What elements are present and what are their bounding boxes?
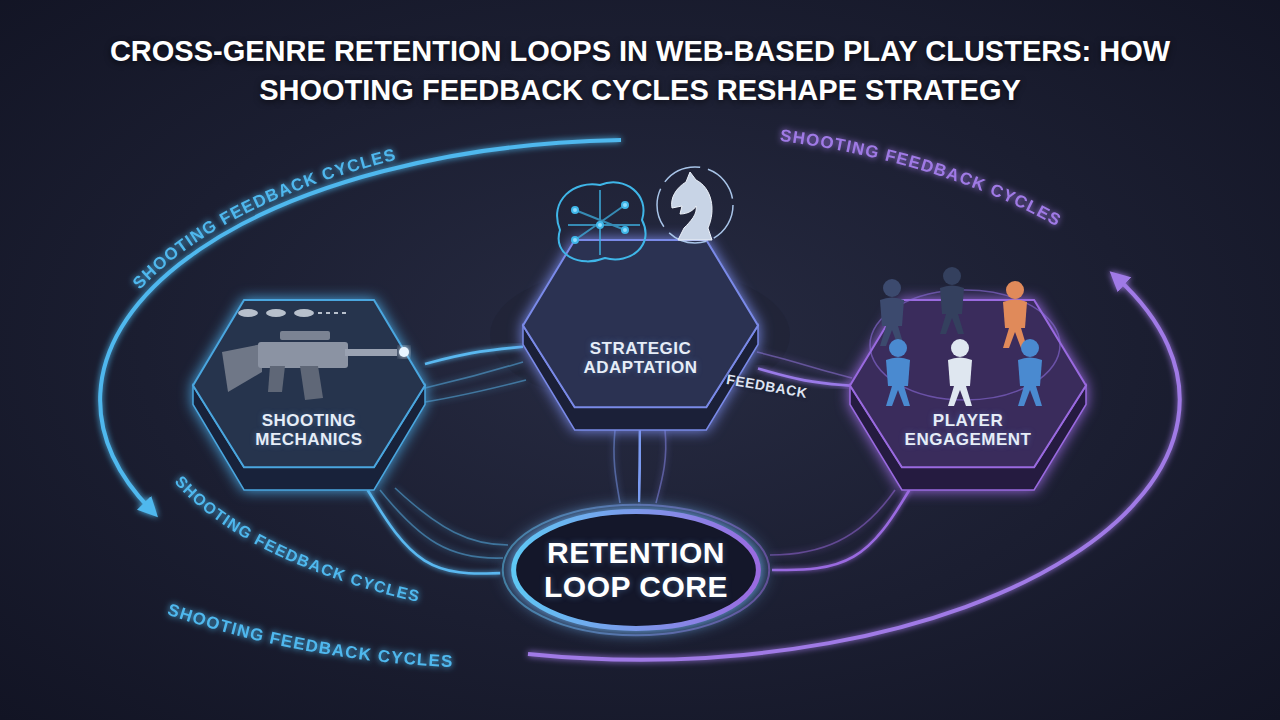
node-label: RETENTION LOOP CORE — [529, 536, 744, 605]
brain-dot — [622, 202, 628, 208]
hexagon-outline — [193, 300, 425, 490]
brain-dot — [572, 207, 578, 213]
core-halo — [503, 505, 770, 636]
wire — [614, 430, 620, 503]
node-content: RETENTION LOOP CORE — [500, 502, 772, 638]
hexagon-outline — [523, 240, 758, 430]
brain-dot — [622, 227, 628, 233]
node-label: STRATEGIC ADAPTATION — [566, 339, 716, 378]
hexagon-face — [850, 300, 1086, 467]
wire — [656, 430, 666, 503]
cycle-label: SHOOTING FEEDBACK CYCLES — [165, 600, 454, 671]
arc-label-text: SHOOTING FEEDBACK CYCLES — [779, 126, 1065, 230]
core-ring — [514, 512, 759, 629]
knight-ring — [657, 167, 733, 243]
cycle-label: SHOOTING FEEDBACK CYCLES — [172, 472, 422, 605]
process-hexagon: SHOOTING MECHANICS — [193, 300, 425, 490]
brain-dot — [597, 222, 603, 228]
process-hexagon: STRATEGIC ADAPTATION — [523, 240, 758, 430]
node-label: PLAYER ENGAGEMENT — [898, 411, 1038, 450]
hexagon-face — [193, 300, 425, 467]
cycle-label: SHOOTING FEEDBACK CYCLES — [129, 145, 398, 293]
connector — [368, 490, 501, 574]
core-ellipse: RETENTION LOOP CORE — [500, 502, 772, 638]
hexagon-outline — [850, 300, 1086, 490]
process-hexagon: PLAYER ENGAGEMENT — [850, 300, 1086, 490]
node-content: STRATEGIC ADAPTATION — [523, 240, 758, 430]
arc-label-text: SHOOTING FEEDBACK CYCLES — [165, 600, 454, 671]
arc-label-text: SHOOTING FEEDBACK CYCLES — [172, 472, 422, 605]
wire — [395, 488, 508, 545]
edge-label: FEEDBACK — [726, 371, 809, 401]
diagram-title: CROSS-GENRE RETENTION LOOPS IN WEB-BASED… — [45, 32, 1235, 110]
wire — [770, 490, 895, 555]
connector — [639, 430, 641, 502]
connector — [425, 347, 523, 364]
knight-piece — [672, 172, 712, 240]
connector — [772, 490, 909, 570]
node-content: SHOOTING MECHANICS — [193, 300, 425, 490]
arc-label-text: SHOOTING FEEDBACK CYCLES — [129, 145, 398, 293]
wire — [425, 380, 526, 402]
knight-icon — [657, 167, 733, 243]
wire — [757, 352, 852, 378]
hexagon-face — [523, 240, 758, 407]
node-label: SHOOTING MECHANICS — [239, 411, 379, 450]
wire — [380, 490, 503, 558]
node-content: PLAYER ENGAGEMENT — [850, 300, 1086, 490]
cycle-label: SHOOTING FEEDBACK CYCLES — [779, 126, 1065, 230]
